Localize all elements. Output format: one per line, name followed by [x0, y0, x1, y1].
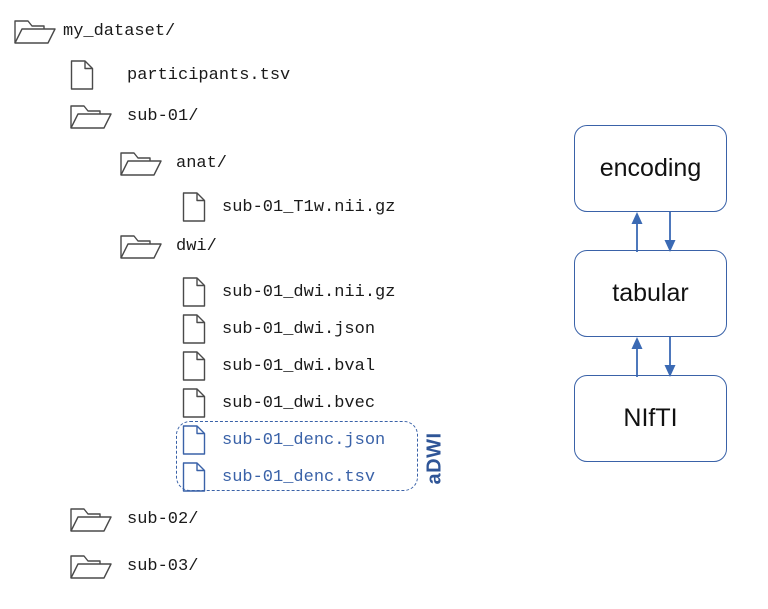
tree-row-file[interactable]: sub-01_dwi.bvec — [182, 388, 375, 418]
tree-row-label: sub-01_dwi.bval — [222, 356, 376, 376]
flow-box-tabular-label: tabular — [612, 279, 689, 307]
tree-row-label: my_dataset/ — [63, 21, 176, 41]
tree-row-label: sub-01_denc.json — [222, 430, 386, 450]
tree-row-label: anat/ — [176, 153, 228, 173]
arrow-nifti-to-tabular-up — [631, 337, 643, 377]
tree-row-label: sub-01_dwi.bvec — [222, 393, 376, 413]
flow-box-nifti-label: NIfTI — [623, 404, 678, 432]
flow-box-encoding-label: encoding — [599, 154, 702, 182]
folder-icon — [70, 555, 112, 579]
tree-row-folder[interactable]: anat/ — [120, 148, 227, 178]
tree-row-folder[interactable]: my_dataset/ — [14, 16, 175, 46]
tree-row-file[interactable]: sub-01_dwi.nii.gz — [182, 277, 395, 307]
tree-row-file[interactable]: sub-01_dwi.bval — [182, 351, 375, 381]
folder-icon — [70, 105, 112, 129]
tree-row-label: dwi/ — [176, 236, 217, 256]
file-icon — [182, 351, 206, 381]
tree-row-label: sub-03/ — [127, 556, 199, 576]
folder-icon — [14, 20, 56, 44]
flow-box-encoding[interactable]: encoding — [574, 125, 727, 212]
flow-box-tabular[interactable]: tabular — [574, 250, 727, 337]
tree-row-label: participants.tsv — [127, 65, 291, 85]
tree-row-folder[interactable]: sub-01/ — [70, 101, 198, 131]
adwi-group-label: aDWI — [423, 432, 446, 485]
tree-row-label: sub-01_denc.tsv — [222, 467, 376, 487]
file-icon — [182, 277, 206, 307]
adwi-highlight-group — [176, 421, 418, 491]
flow-box-nifti[interactable]: NIfTI — [574, 375, 727, 462]
tree-row-label: sub-01_dwi.nii.gz — [222, 282, 396, 302]
tree-row-folder[interactable]: sub-03/ — [70, 551, 198, 581]
arrow-encoding-to-tabular-down — [664, 212, 676, 252]
file-icon — [182, 388, 206, 418]
tree-row-label: sub-01_T1w.nii.gz — [222, 197, 396, 217]
arrow-tabular-to-encoding-up — [631, 212, 643, 252]
folder-icon — [70, 508, 112, 532]
tree-row-file[interactable]: sub-01_dwi.json — [182, 314, 375, 344]
file-icon — [182, 192, 206, 222]
tree-row-label: sub-01_dwi.json — [222, 319, 376, 339]
tree-row-label: sub-02/ — [127, 509, 199, 529]
tree-row-label: sub-01/ — [127, 106, 199, 126]
file-icon — [70, 60, 94, 90]
arrow-tabular-to-nifti-down — [664, 337, 676, 377]
tree-row-file[interactable]: participants.tsv — [70, 60, 290, 90]
tree-row-file[interactable]: sub-01_T1w.nii.gz — [182, 192, 395, 222]
tree-row-folder[interactable]: dwi/ — [120, 231, 217, 261]
folder-icon — [120, 235, 162, 259]
file-icon — [182, 314, 206, 344]
folder-icon — [120, 152, 162, 176]
tree-row-folder[interactable]: sub-02/ — [70, 504, 198, 534]
